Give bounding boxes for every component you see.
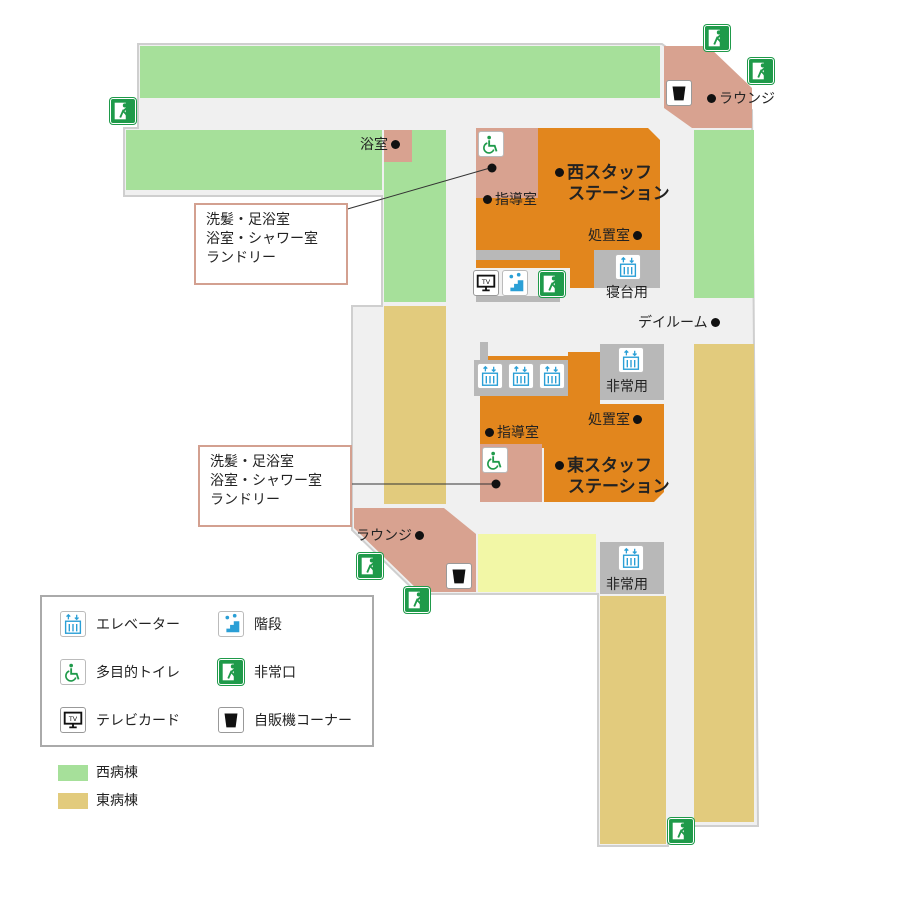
label-lounge-ne: ラウンジ <box>704 91 775 107</box>
emergency-exit-icon <box>539 271 565 297</box>
elevator-icon <box>539 363 565 389</box>
legend-box: エレベーター 階段 多目的トイレ 非常口 TV テレビカード 自販機コーナー <box>40 595 374 747</box>
elevator-icon <box>615 254 641 280</box>
emergency-exit-icon <box>748 58 774 84</box>
east-service-dot <box>491 479 501 489</box>
west-ward-north <box>140 46 660 98</box>
elevator-icon <box>618 545 644 571</box>
east-station-upper <box>568 352 600 404</box>
accessible-toilet-icon <box>478 131 504 157</box>
svg-text:TV: TV <box>68 715 78 723</box>
stairs-icon <box>218 611 244 637</box>
west-ward-label: 西病棟 <box>96 765 138 781</box>
elevator-icon <box>508 363 534 389</box>
elevator-icon <box>477 363 503 389</box>
label-lounge-sw: ラウンジ <box>356 528 427 544</box>
emergency-exit-icon <box>218 659 244 685</box>
label-dayroom: デイルーム <box>638 315 723 331</box>
west-service-dot <box>487 163 497 173</box>
label-east-guidance: 指導室 <box>482 425 539 441</box>
callout-line: 浴室・シャワー室 <box>210 473 322 489</box>
label-west-station: 西スタッフ ステーション <box>552 163 670 205</box>
east-ward-south <box>600 596 666 844</box>
accessible-toilet-icon <box>482 447 508 473</box>
vending-cup-icon <box>218 707 244 733</box>
callout-line: ランドリー <box>210 492 280 508</box>
west-elevator-strip <box>476 250 560 260</box>
east-ward-west <box>384 306 446 504</box>
west-ward-swatch <box>58 765 88 781</box>
east-elevator-bar <box>480 342 488 364</box>
emergency-exit-icon <box>404 587 430 613</box>
callout-line: ランドリー <box>206 250 276 266</box>
tv-card-icon: TV <box>60 707 86 733</box>
legend-exit-label: 非常口 <box>254 665 296 681</box>
lounge-ne <box>664 46 752 128</box>
label-east-treatment: 処置室 <box>588 412 645 428</box>
label-east-station: 東スタッフ ステーション <box>552 456 670 498</box>
callout-east-service: 洗髪・足浴室 浴室・シャワー室 ランドリー <box>198 445 352 527</box>
label-bed-elevator: 寝台用 <box>606 285 648 301</box>
emergency-exit-icon <box>110 98 136 124</box>
west-ward-east <box>694 130 754 298</box>
legend-vending-label: 自販機コーナー <box>254 713 352 729</box>
emergency-exit-icon <box>668 818 694 844</box>
svg-text:TV: TV <box>481 278 491 286</box>
elevator-icon <box>618 347 644 373</box>
callout-west-service: 洗髪・足浴室 浴室・シャワー室 ランドリー <box>194 203 348 285</box>
east-ward-swatch <box>58 793 88 809</box>
vending-cup-icon <box>666 80 692 106</box>
emergency-exit-icon <box>357 553 383 579</box>
callout-line: 浴室・シャワー室 <box>206 231 318 247</box>
legend-stairs-label: 階段 <box>254 617 282 633</box>
callout-line: 洗髪・足浴室 <box>206 212 290 228</box>
label-west-treatment: 処置室 <box>588 228 645 244</box>
label-west-guidance: 指導室 <box>480 192 537 208</box>
vending-cup-icon <box>446 563 472 589</box>
stairs-icon <box>502 270 528 296</box>
accessible-toilet-icon <box>60 659 86 685</box>
east-ward-label: 東病棟 <box>96 793 138 809</box>
lounge-sw <box>354 508 476 592</box>
emergency-exit-icon <box>704 25 730 51</box>
label-emergency-1: 非常用 <box>606 379 648 395</box>
legend-elevator-label: エレベーター <box>96 617 180 633</box>
east-ward-east <box>694 344 754 822</box>
elevator-icon <box>60 611 86 637</box>
plaza <box>478 534 596 592</box>
west-ward-west <box>126 130 382 190</box>
legend-toilet-label: 多目的トイレ <box>96 665 180 681</box>
callout-line: 洗髪・足浴室 <box>210 454 294 470</box>
tv-card-icon: TV <box>473 270 499 296</box>
label-emergency-2: 非常用 <box>606 577 648 593</box>
label-bath: 浴室 <box>360 137 403 153</box>
legend-tvcard-label: テレビカード <box>96 713 180 729</box>
callout-line-1 <box>343 167 491 211</box>
west-elevator-strip-2 <box>476 296 560 302</box>
